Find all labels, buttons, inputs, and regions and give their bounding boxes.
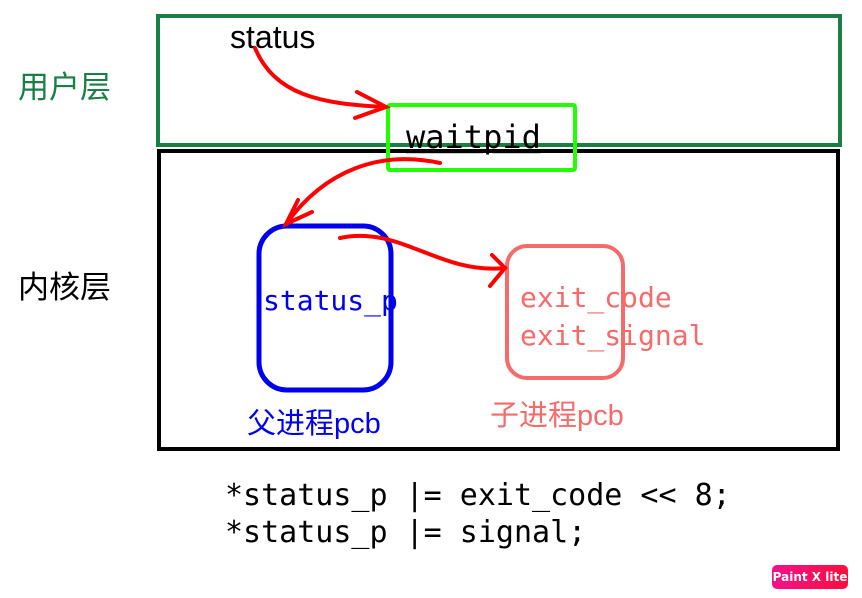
parent-pcb-label: 父进程pcb [247,408,381,440]
arrow-parent-to-child [338,233,507,271]
exit-signal-label: exit_signal [520,319,705,353]
status-p-label: status_p [263,284,398,318]
status-label: status [230,19,315,55]
arrowhead-icon [488,253,508,288]
waitpid-label: waitpid [406,118,541,156]
user-layer-box [156,14,842,147]
kernel-layer-box [157,149,840,451]
code-line-2: *status_p |= signal; [225,515,586,550]
kernel-layer-label: 内核层 [18,270,111,305]
code-line-1: *status_p |= exit_code << 8; [225,478,731,513]
arrowhead-icon [281,198,314,229]
parent-pcb-box [256,223,394,393]
paint-x-lite-watermark: Paint X lite [772,565,848,589]
arrow-waitpid-to-parent [284,157,442,226]
arrowhead-icon [353,90,392,120]
arrow-status-to-waitpid [253,46,388,109]
waitpid-box [386,103,577,172]
user-layer-label: 用户层 [18,70,111,105]
exit-code-label: exit_code [520,281,672,315]
child-pcb-box [505,244,625,380]
child-pcb-label: 子进程pcb [490,400,624,432]
